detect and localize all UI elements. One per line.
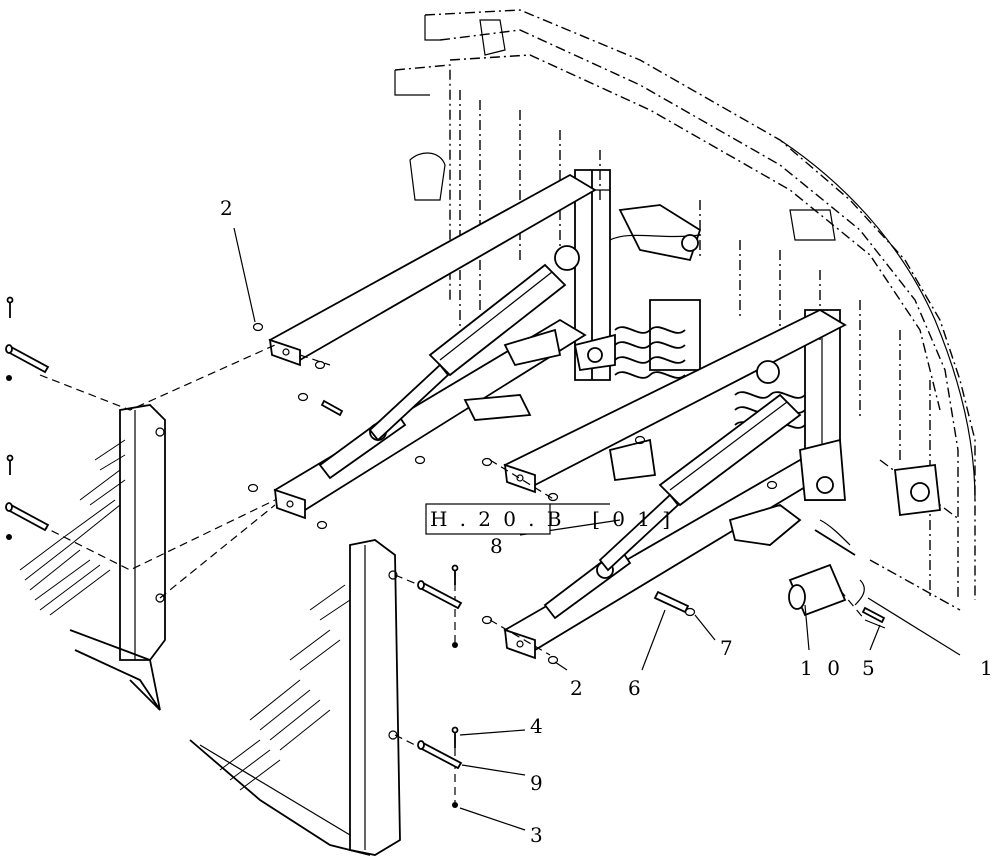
callout-6: 6	[628, 676, 641, 700]
hardware-right-pins	[417, 564, 463, 808]
callout-2-lower: 2	[570, 676, 583, 700]
left-shield-upper	[19, 404, 166, 711]
callout-5: 5	[862, 656, 875, 680]
upper-arm-right	[503, 308, 847, 494]
callout-labels: 2 8 2 6 7 10 5 1 4 9 3	[220, 196, 993, 847]
callout-2-upper: 2	[220, 196, 233, 220]
callout-9: 9	[530, 771, 543, 795]
coil-spring-upper	[614, 326, 686, 379]
left-shield-lower	[189, 539, 401, 856]
callout-8: 8	[490, 534, 503, 558]
callout-3: 3	[530, 823, 543, 847]
callout-10: 10	[800, 656, 840, 680]
hydraulic-cylinder-right	[598, 360, 802, 572]
center-bracket	[463, 333, 941, 517]
pin-assembly-right	[788, 519, 886, 629]
hatch-left-upper	[19, 439, 126, 616]
hardware-left-pins	[5, 296, 50, 540]
callout-4: 4	[530, 714, 543, 738]
upper-arm-left	[268, 173, 597, 367]
hardware-rings	[247, 322, 886, 665]
callout-7: 7	[720, 636, 733, 660]
callout-1: 1	[980, 656, 993, 680]
hatch-left-lower	[219, 584, 351, 791]
hydraulic-cylinder-left	[368, 245, 580, 442]
